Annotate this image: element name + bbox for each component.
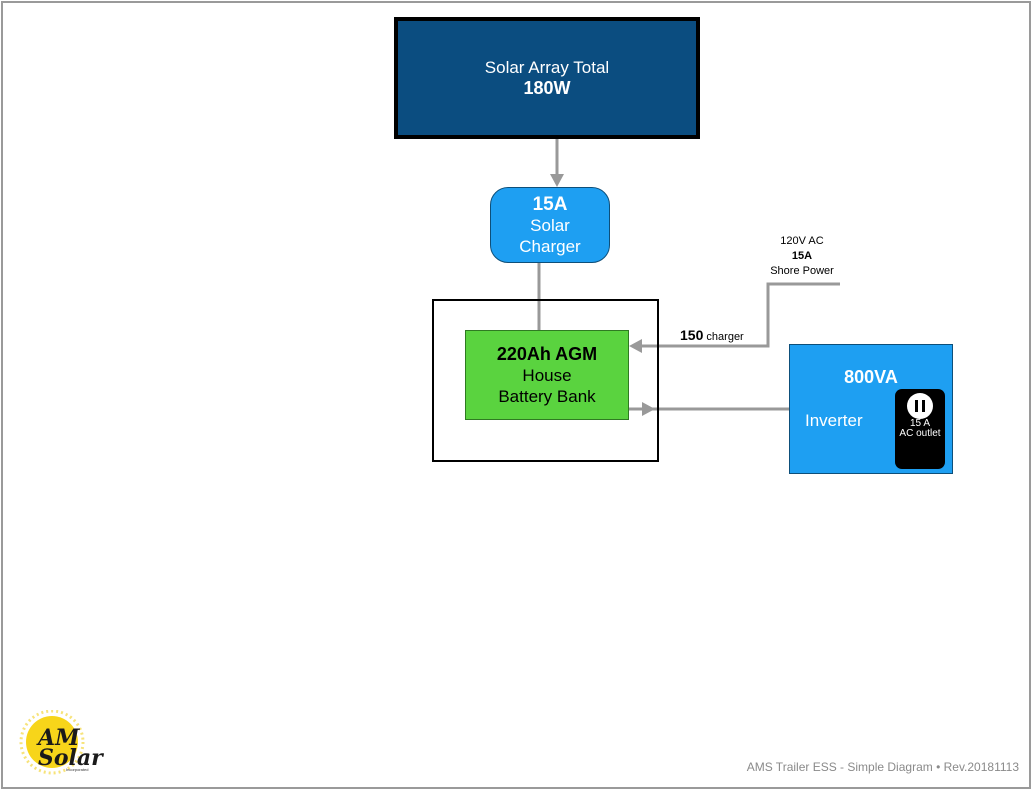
solar-array-label: Solar Array Total (484, 57, 610, 77)
arrow-to-inverter-feed (642, 402, 655, 416)
inverter-box: 800VA Inverter 15 A AC outlet (789, 344, 953, 474)
outlet-amps: 15 A (909, 418, 931, 429)
sun-icon (19, 710, 85, 775)
inverter-label: Inverter (805, 411, 863, 430)
charger-value: 15A (532, 193, 568, 215)
arrow-shore-to-battery (629, 339, 642, 353)
outlet-slot-left (915, 400, 918, 412)
wire-shore-power (640, 282, 840, 348)
solar-array-box: Solar Array Total 180W (394, 17, 700, 139)
shore-amps: 15A (791, 250, 813, 262)
shore-label: Shore Power (770, 265, 834, 277)
solar-charger-box: 15A Solar Charger (490, 187, 610, 263)
battery-charger-text: charger (706, 331, 744, 343)
shore-power-label: 120V AC 15A Shore Power (752, 234, 852, 279)
outlet-label: AC outlet (899, 428, 941, 439)
am-solar-logo: AM Solar Incorporated (18, 710, 108, 780)
logo-text: AM Solar (38, 725, 103, 771)
battery-line1: House (522, 365, 572, 385)
logo-line1: AM (38, 725, 80, 751)
logo-line2: Solar (38, 745, 103, 771)
arrow-to-charger (550, 174, 564, 187)
charger-line2: Charger (519, 236, 581, 256)
battery-enclosure (432, 299, 659, 462)
battery-bank-box: 220Ah AGM House Battery Bank (465, 330, 629, 420)
logo-subtext: Incorporated (66, 767, 89, 772)
footer-caption: AMS Trailer ESS - Simple Diagram • Rev.2… (746, 760, 1019, 774)
battery-charger-value: 150 (680, 327, 704, 343)
ac-outlet-icon: 15 A AC outlet (895, 389, 945, 469)
inverter-rating: 800VA (844, 367, 898, 387)
outlet-face (907, 393, 933, 419)
solar-array-value: 180W (523, 77, 571, 98)
shore-voltage: 120V AC (780, 235, 824, 247)
outlet-text: 15 A AC outlet (895, 419, 945, 439)
charger-line1: Solar (530, 215, 570, 235)
battery-charger-label: 150 charger (680, 327, 744, 343)
outlet-slot-right (922, 400, 925, 412)
battery-line2: Battery Bank (498, 386, 596, 406)
battery-value: 220Ah AGM (496, 343, 598, 364)
